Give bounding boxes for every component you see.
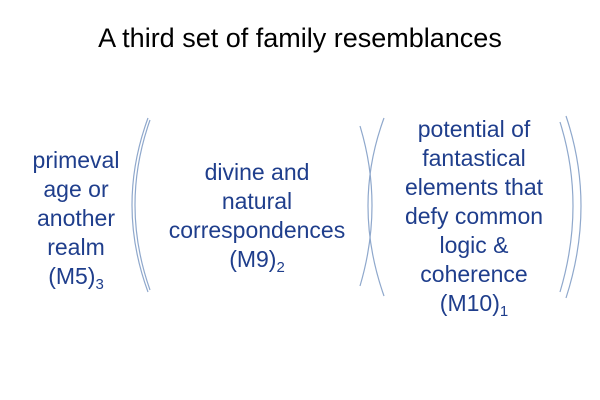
term-line: realm xyxy=(47,234,105,260)
term-line: natural xyxy=(221,188,293,214)
term-subscript: 3 xyxy=(95,276,104,293)
term-subscript: 2 xyxy=(276,259,285,276)
term-m10: potential of fantastical elements that d… xyxy=(385,115,563,320)
term-line: coherence xyxy=(420,261,528,287)
term-line: potential of xyxy=(417,116,531,142)
term-line: logic & xyxy=(439,232,509,258)
term-m9: divine and natural correspondences (M9)2 xyxy=(146,158,368,276)
term-m5: primeval age or another realm (M5)3 xyxy=(18,146,134,293)
term-code: (M10) xyxy=(439,290,500,316)
term-line: age or xyxy=(43,176,109,202)
term-line: divine and xyxy=(204,159,310,185)
term-line: elements that xyxy=(404,174,544,200)
term-line: another xyxy=(36,205,115,231)
term-code: (M5) xyxy=(48,263,96,289)
term-line: fantastical xyxy=(422,145,526,171)
term-line: correspondences xyxy=(168,217,346,243)
term-line: defy common xyxy=(404,203,544,229)
term-code-line: (M9)2 xyxy=(146,245,368,276)
slide-title: A third set of family resemblances xyxy=(98,23,502,53)
right-bracket-m10-outer xyxy=(565,115,582,299)
term-code-line: (M10)1 xyxy=(385,289,563,320)
term-code-line: (M5)3 xyxy=(18,262,134,293)
term-subscript: 1 xyxy=(499,303,509,320)
term-code: (M9) xyxy=(229,246,277,272)
left-bracket-m10 xyxy=(367,117,385,297)
term-line: primeval xyxy=(32,147,120,173)
